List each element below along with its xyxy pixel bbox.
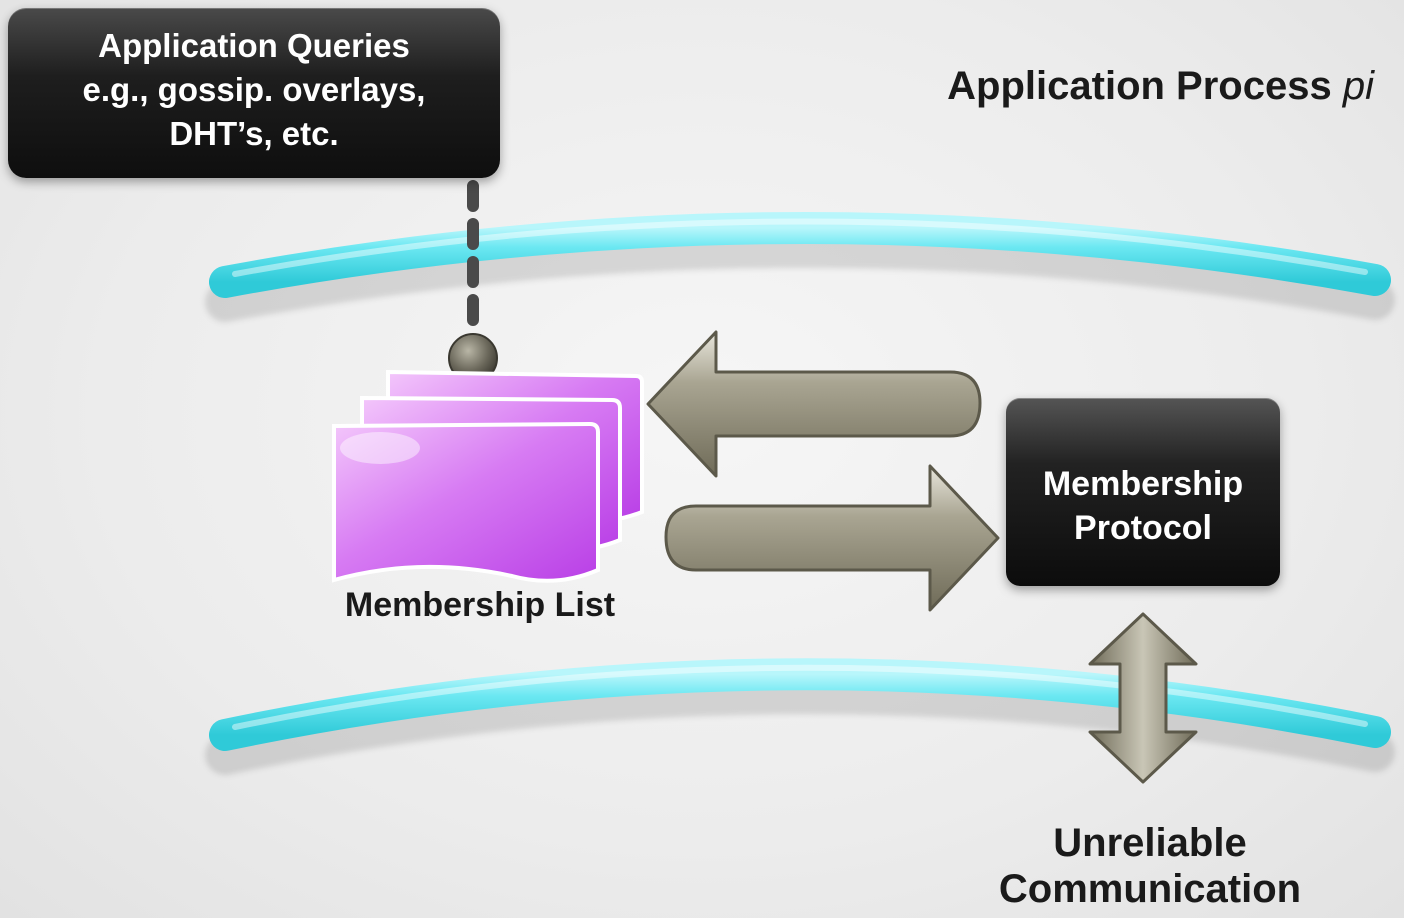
bottom-boundary-band: [205, 658, 1395, 775]
double-arrow-vertical-icon: [1088, 612, 1198, 784]
membership-protocol-text: Membership Protocol: [1006, 462, 1280, 550]
application-queries-text: Application Queries e.g., gossip. overla…: [8, 24, 500, 156]
queries-line-3: DHT’s, etc.: [169, 115, 339, 152]
arrow-left-icon: [646, 330, 982, 478]
communication-line-1: Unreliable: [1053, 821, 1247, 865]
protocol-line-1: Membership: [1042, 465, 1244, 503]
process-title-text: Application Process: [947, 64, 1332, 108]
queries-line-1: Application Queries: [98, 27, 410, 64]
communication-line-2: Communication: [998, 867, 1302, 911]
application-queries-box: [8, 8, 500, 178]
stacked-pages-icon: [332, 369, 644, 583]
process-title: Application Process pi: [947, 64, 1374, 109]
membership-list-label: Membership List: [344, 586, 616, 624]
arrow-right-icon: [664, 464, 1000, 612]
page-front: [332, 421, 600, 583]
top-boundary-band: [205, 212, 1395, 322]
membership-protocol-box: [1006, 398, 1280, 586]
queries-line-2: e.g., gossip. overlays,: [82, 71, 426, 108]
process-title-suffix: pi: [1342, 64, 1374, 108]
unreliable-communication-label: Unreliable Communication: [960, 820, 1340, 912]
protocol-line-2: Protocol: [1074, 509, 1212, 547]
